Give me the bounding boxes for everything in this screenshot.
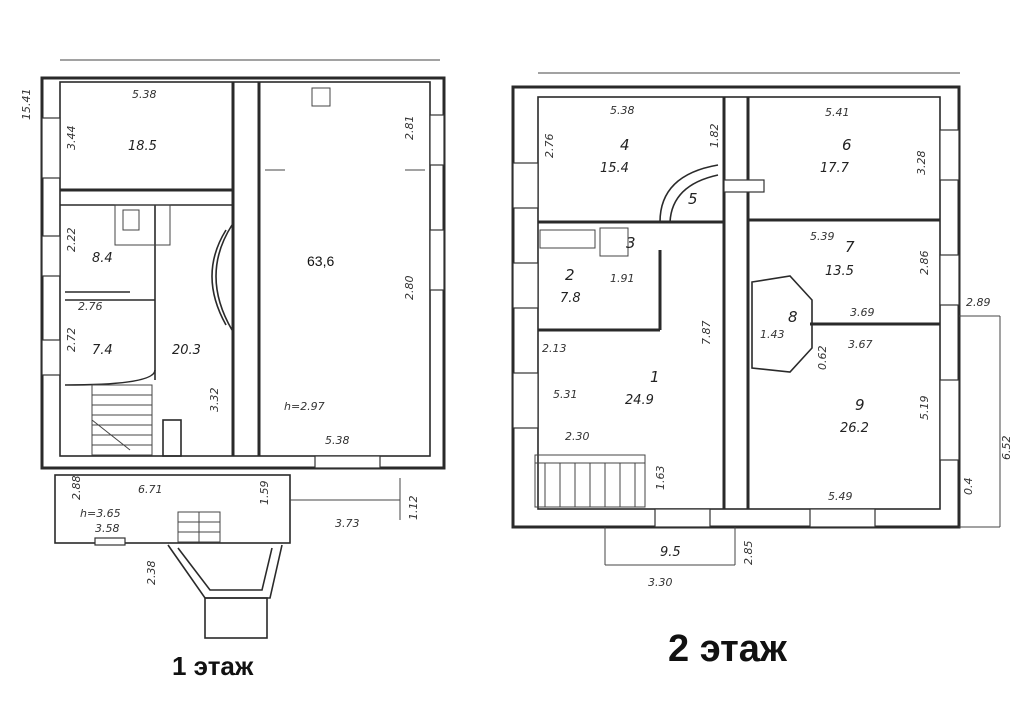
dim-f2-stair-depth: 1.63 xyxy=(654,466,667,491)
area-f1-main-room: 63,6 xyxy=(307,253,334,269)
room-6-number: 6 xyxy=(842,136,852,154)
room-3-number: 3 xyxy=(626,234,636,252)
dim-f1-room-width: 5.38 xyxy=(132,88,157,101)
dim-f2-porch-width: 3.30 xyxy=(648,576,673,589)
room-2-area: 7.8 xyxy=(560,291,581,306)
dim-f2-room9-width: 5.49 xyxy=(828,490,853,503)
area-f1-hall: 7.4 xyxy=(92,343,113,358)
dim-f1-porch-right: 1.59 xyxy=(258,481,271,506)
dim-f2-room9-depth: 3.67 xyxy=(848,338,873,351)
dim-f1-main-height: 2.80 xyxy=(403,276,416,301)
room-7-number: 7 xyxy=(845,238,855,256)
dim-f1-bath-width: 2.76 xyxy=(78,300,103,313)
room-6-area: 17.7 xyxy=(820,161,850,176)
dim-f1-porch-width: 6.71 xyxy=(138,483,163,496)
ceiling-height-porch: h=3.65 xyxy=(80,507,121,520)
dim-f1-bath-height: 2.22 xyxy=(65,228,78,253)
floor-1-caption: 1 этаж xyxy=(172,651,254,681)
dim-f2-balcony-length: 6.52 xyxy=(1000,436,1013,461)
dim-f2-room4-inner: 1.82 xyxy=(708,124,721,149)
room-2-number: 2 xyxy=(565,266,575,284)
dim-f1-terrace-depth: 1.12 xyxy=(407,496,420,521)
dim-f1-porch-inner: 3.58 xyxy=(95,522,120,535)
dim-f2-room7-width: 5.39 xyxy=(810,230,835,243)
ceiling-height-f1: h=2.97 xyxy=(284,400,325,413)
room-4-area: 15.4 xyxy=(600,161,629,176)
floor-1-plan xyxy=(40,59,446,639)
dim-f1-hall-height: 2.72 xyxy=(65,328,78,353)
room-5-number: 5 xyxy=(688,190,698,208)
area-f2-porch: 9.5 xyxy=(660,545,681,560)
room-1-area: 24.9 xyxy=(625,393,654,408)
dim-f2-room1-offset: 2.13 xyxy=(542,342,567,355)
dim-f2-stair-width: 2.30 xyxy=(565,430,590,443)
room-4-number: 4 xyxy=(620,136,630,154)
area-f1-room-a: 18.5 xyxy=(128,139,157,154)
dim-f1-corridor-height: 3.32 xyxy=(208,388,221,413)
dim-f2-bay-depth: 0.62 xyxy=(816,346,829,371)
dim-f1-main-width: 5.38 xyxy=(325,434,350,447)
dim-f2-room9-height: 5.19 xyxy=(918,396,931,421)
room-9-area: 26.2 xyxy=(840,421,869,436)
dim-f1-right-top: 2.81 xyxy=(403,116,416,141)
area-f1-corridor: 20.3 xyxy=(172,343,201,358)
dim-f2-room7-height: 2.86 xyxy=(918,251,931,276)
dim-f1-room-height: 3.44 xyxy=(65,126,78,151)
dim-f1-total-height: 15.41 xyxy=(20,89,33,121)
dim-f2-room2-width: 1.91 xyxy=(610,272,635,285)
floor-2-caption: 2 этаж xyxy=(668,628,787,670)
dim-f2-room1-height: 5.31 xyxy=(553,388,578,401)
room-7-area: 13.5 xyxy=(825,264,854,279)
dim-f2-room4-width: 5.38 xyxy=(610,104,635,117)
dim-f2-room7-depth: 3.69 xyxy=(850,306,875,319)
area-f1-bath: 8.4 xyxy=(92,251,113,266)
dim-f1-terrace-width: 3.73 xyxy=(335,517,360,530)
floor-2-plan xyxy=(511,72,1001,566)
dim-f2-balcony-width: 2.89 xyxy=(966,296,991,309)
dim-f1-bay-side: 2.38 xyxy=(145,561,158,586)
dim-f2-bay-width: 1.43 xyxy=(760,328,785,341)
room-8-number: 8 xyxy=(788,308,798,326)
dim-f2-porch-depth: 2.85 xyxy=(742,541,755,566)
dim-f2-room4-height: 2.76 xyxy=(543,134,556,159)
room-1-number: 1 xyxy=(650,368,660,386)
dim-f2-balcony-depth: 0.4 xyxy=(962,478,975,496)
dim-f2-room6-width: 5.41 xyxy=(825,106,850,119)
room-9-number: 9 xyxy=(855,396,865,414)
dim-f2-room6-height: 3.28 xyxy=(915,151,928,176)
dim-f1-porch-left: 2.88 xyxy=(70,476,83,501)
dim-f2-hall-height: 7.87 xyxy=(700,321,713,346)
